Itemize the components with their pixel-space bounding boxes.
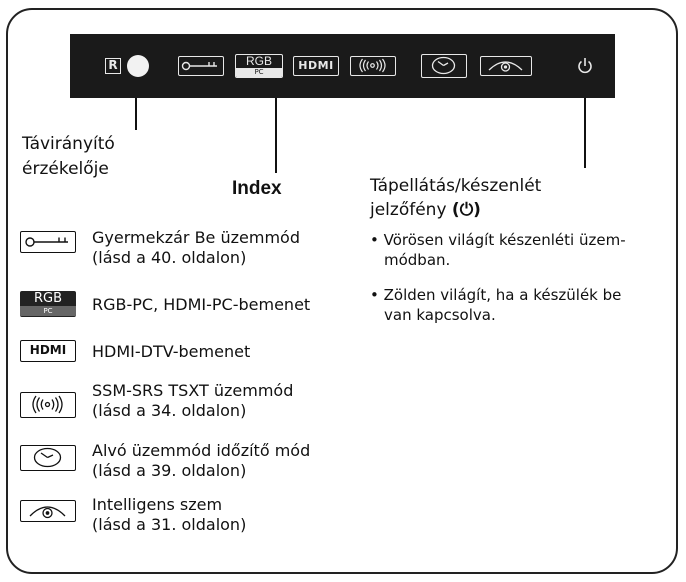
intelligent-eye-icon — [480, 56, 532, 76]
power-title-1: Tápellátás/készenlét — [370, 176, 542, 196]
power-bullet-2-line2: van kapcsolva. — [384, 306, 496, 324]
power-icon — [576, 56, 594, 76]
page-frame — [6, 8, 678, 574]
key-lock-icon — [20, 231, 76, 253]
power-symbol: (⏻) — [451, 200, 481, 220]
intelligent-eye-icon — [20, 500, 76, 522]
legend-sleep-line1: Alvó üzemmód időzítő mód — [92, 441, 311, 460]
remote-sensor-label-2: érzékelője — [22, 159, 109, 179]
hdmi-icon: HDMI — [20, 340, 76, 362]
remote-sensor-icon — [127, 55, 149, 77]
leader-line-power — [584, 98, 586, 168]
legend-ssm-line1: SSM-SRS TSXT üzemmód — [92, 381, 294, 400]
sleep-timer-icon — [421, 54, 467, 78]
legend-rgb-top: RGB — [33, 291, 63, 306]
legend-keylock-line2: (lásd a 40. oldalon) — [92, 248, 247, 267]
ssm-srs-icon — [20, 392, 76, 418]
hdmi-icon: HDMI — [293, 56, 339, 76]
index-label: Index — [232, 178, 282, 199]
power-title-2: jelzőfény — [370, 200, 447, 220]
legend-hdmi-text: HDMI — [29, 343, 67, 357]
legend-rgb-line1: RGB-PC, HDMI-PC-bemenet — [92, 295, 311, 314]
leader-line-index — [275, 98, 277, 173]
legend-eye-line2: (lásd a 31. oldalon) — [92, 515, 247, 534]
legend-ssm-line2: (lásd a 34. oldalon) — [92, 401, 247, 420]
legend-keylock-line1: Gyermekzár Be üzemmód — [92, 228, 300, 247]
remote-r-icon: R — [105, 58, 121, 74]
rgb-pc-icon: RGB PC — [235, 54, 283, 78]
power-bullet-1-line2: módban. — [384, 251, 451, 269]
rgb-pc-icon: RGB PC — [20, 291, 76, 317]
indicator-panel: R RGB PC HDMI — [70, 34, 615, 98]
rgb-pc-sub: PC — [236, 68, 282, 77]
rgb-pc-top: RGB — [245, 54, 272, 68]
remote-sensor-label-1: Távirányító — [22, 134, 115, 154]
key-lock-icon — [178, 56, 224, 76]
leader-line-sensor — [135, 98, 137, 130]
power-bullet-2-line1: • Zölden világít, ha a készülék be — [370, 286, 622, 304]
sleep-timer-icon — [20, 445, 76, 471]
hdmi-text: HDMI — [298, 59, 334, 72]
legend-rgb-sub: PC — [20, 306, 76, 316]
ssm-srs-icon — [350, 56, 396, 76]
remote-r-letter: R — [108, 58, 118, 72]
legend-sleep-line2: (lásd a 39. oldalon) — [92, 461, 247, 480]
power-bullet-1-line1: • Vörösen világít készenléti üzem- — [370, 231, 626, 249]
legend-hdmi-line1: HDMI-DTV-bemenet — [92, 342, 251, 361]
power-title-2-wrap: jelzőfény (⏻) — [370, 200, 481, 221]
legend-eye-line1: Intelligens szem — [92, 495, 223, 514]
